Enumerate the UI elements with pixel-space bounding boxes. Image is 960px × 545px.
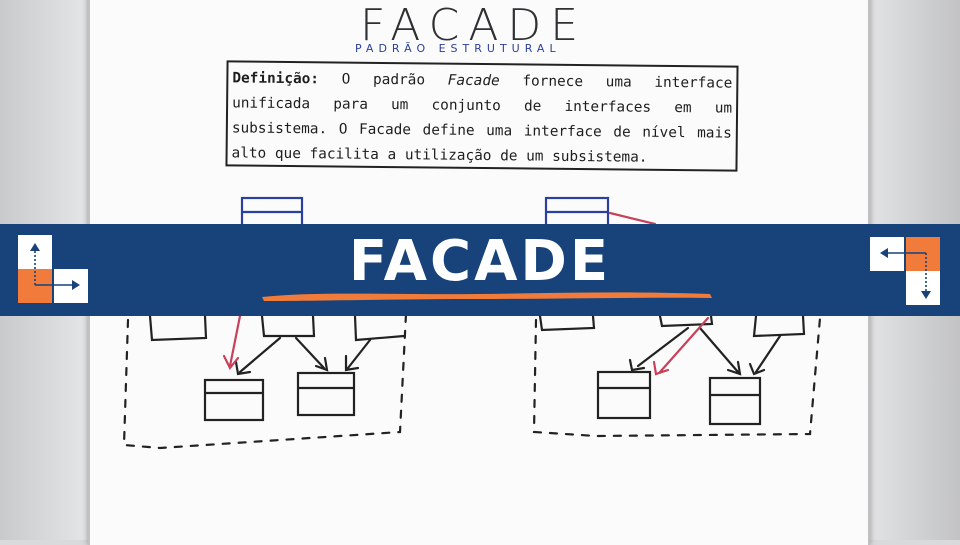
right-class-c: [752, 314, 806, 338]
right-sub-box-2: [708, 376, 762, 426]
whiteboard-title: FACADE: [360, 0, 588, 51]
banner-title: FACADE: [348, 229, 612, 294]
right-class-a: [538, 314, 596, 332]
right-arrow-3: [748, 334, 782, 376]
left-subsystem-boundary: [122, 312, 408, 450]
left-arrow-2: [294, 336, 329, 372]
right-class-b: [658, 314, 714, 328]
banner-underline: [262, 292, 712, 301]
title-banner: [0, 224, 960, 316]
left-arrow-3: [344, 338, 372, 372]
right-arrow-1: [628, 326, 690, 372]
left-arrow-1: [234, 336, 282, 376]
right-red-line: [608, 211, 657, 226]
left-red-arrow: [222, 314, 242, 371]
whiteboard-subtitle: PADRÃO ESTRUTURAL: [355, 42, 561, 55]
move-arrows-icon-left: [18, 235, 92, 309]
left-class-b: [260, 314, 316, 338]
right-arrow-2: [698, 326, 742, 376]
right-red-arrow: [652, 316, 710, 376]
left-sub-box-2: [296, 371, 356, 417]
left-class-a: [148, 314, 208, 342]
move-arrows-icon-right: [870, 237, 944, 311]
left-class-c: [353, 314, 406, 342]
right-sub-box-1: [596, 370, 652, 420]
left-sub-box-1: [203, 378, 265, 422]
